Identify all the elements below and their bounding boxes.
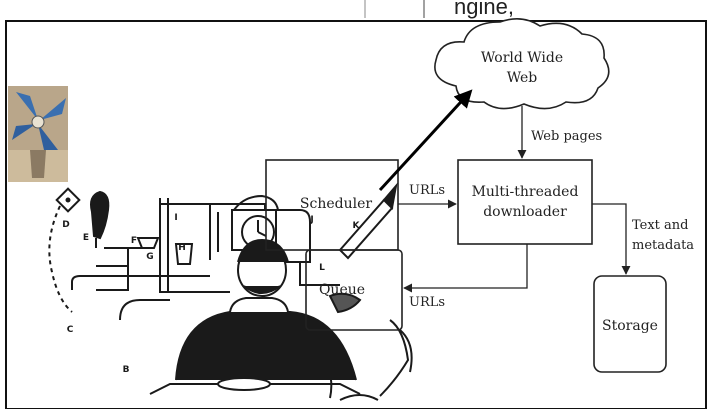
fan-photo bbox=[8, 86, 68, 182]
edge-label-web-pages: Web pages bbox=[531, 129, 602, 144]
cartoon-letter-e: E bbox=[83, 233, 89, 243]
downloader-box: Multi-threaded downloader bbox=[457, 159, 593, 245]
cartoon-letter-k: K bbox=[353, 221, 361, 231]
edge-label-text-and: Text and bbox=[632, 218, 689, 233]
edge-scheduler-to-web bbox=[378, 89, 473, 192]
scheduler-label: Scheduler bbox=[300, 196, 372, 212]
downloader-label-2: downloader bbox=[483, 204, 567, 220]
cartoon-letter-h: H bbox=[178, 243, 186, 253]
queue-label: Queue bbox=[319, 282, 365, 298]
web-label-1: World Wide bbox=[481, 50, 563, 66]
downloader-label-1: Multi-threaded bbox=[472, 184, 579, 200]
web-cloud: World Wide Web bbox=[434, 18, 610, 110]
header-fragment: ngine, bbox=[454, 0, 514, 19]
storage-label: Storage bbox=[602, 318, 658, 334]
cartoon-letter-g: G bbox=[146, 252, 153, 262]
cartoon-letter-b: B bbox=[123, 365, 130, 375]
cartoon-letter-f: F bbox=[131, 236, 137, 246]
storage-box: Storage bbox=[593, 275, 667, 373]
cartoon-letter-j: J bbox=[309, 215, 313, 225]
edge-label-urls-bottom: URLs bbox=[409, 295, 445, 310]
cartoon-letter-c: C bbox=[67, 325, 74, 335]
edge-label-urls-top: URLs bbox=[409, 183, 445, 198]
web-label-2: Web bbox=[507, 70, 538, 86]
queue-box: Queue bbox=[305, 249, 403, 331]
cartoon-labels: D E F G H I J K L C B bbox=[62, 213, 360, 375]
edge-downloader-to-storage bbox=[592, 203, 631, 275]
cartoon-letter-l: L bbox=[319, 263, 325, 273]
edge-downloader-to-queue bbox=[403, 244, 528, 293]
edge-label-metadata: metadata bbox=[632, 238, 694, 253]
cartoon-letter-i: I bbox=[174, 213, 177, 223]
cartoon-machine bbox=[48, 182, 413, 401]
cartoon-letter-d: D bbox=[62, 220, 69, 230]
